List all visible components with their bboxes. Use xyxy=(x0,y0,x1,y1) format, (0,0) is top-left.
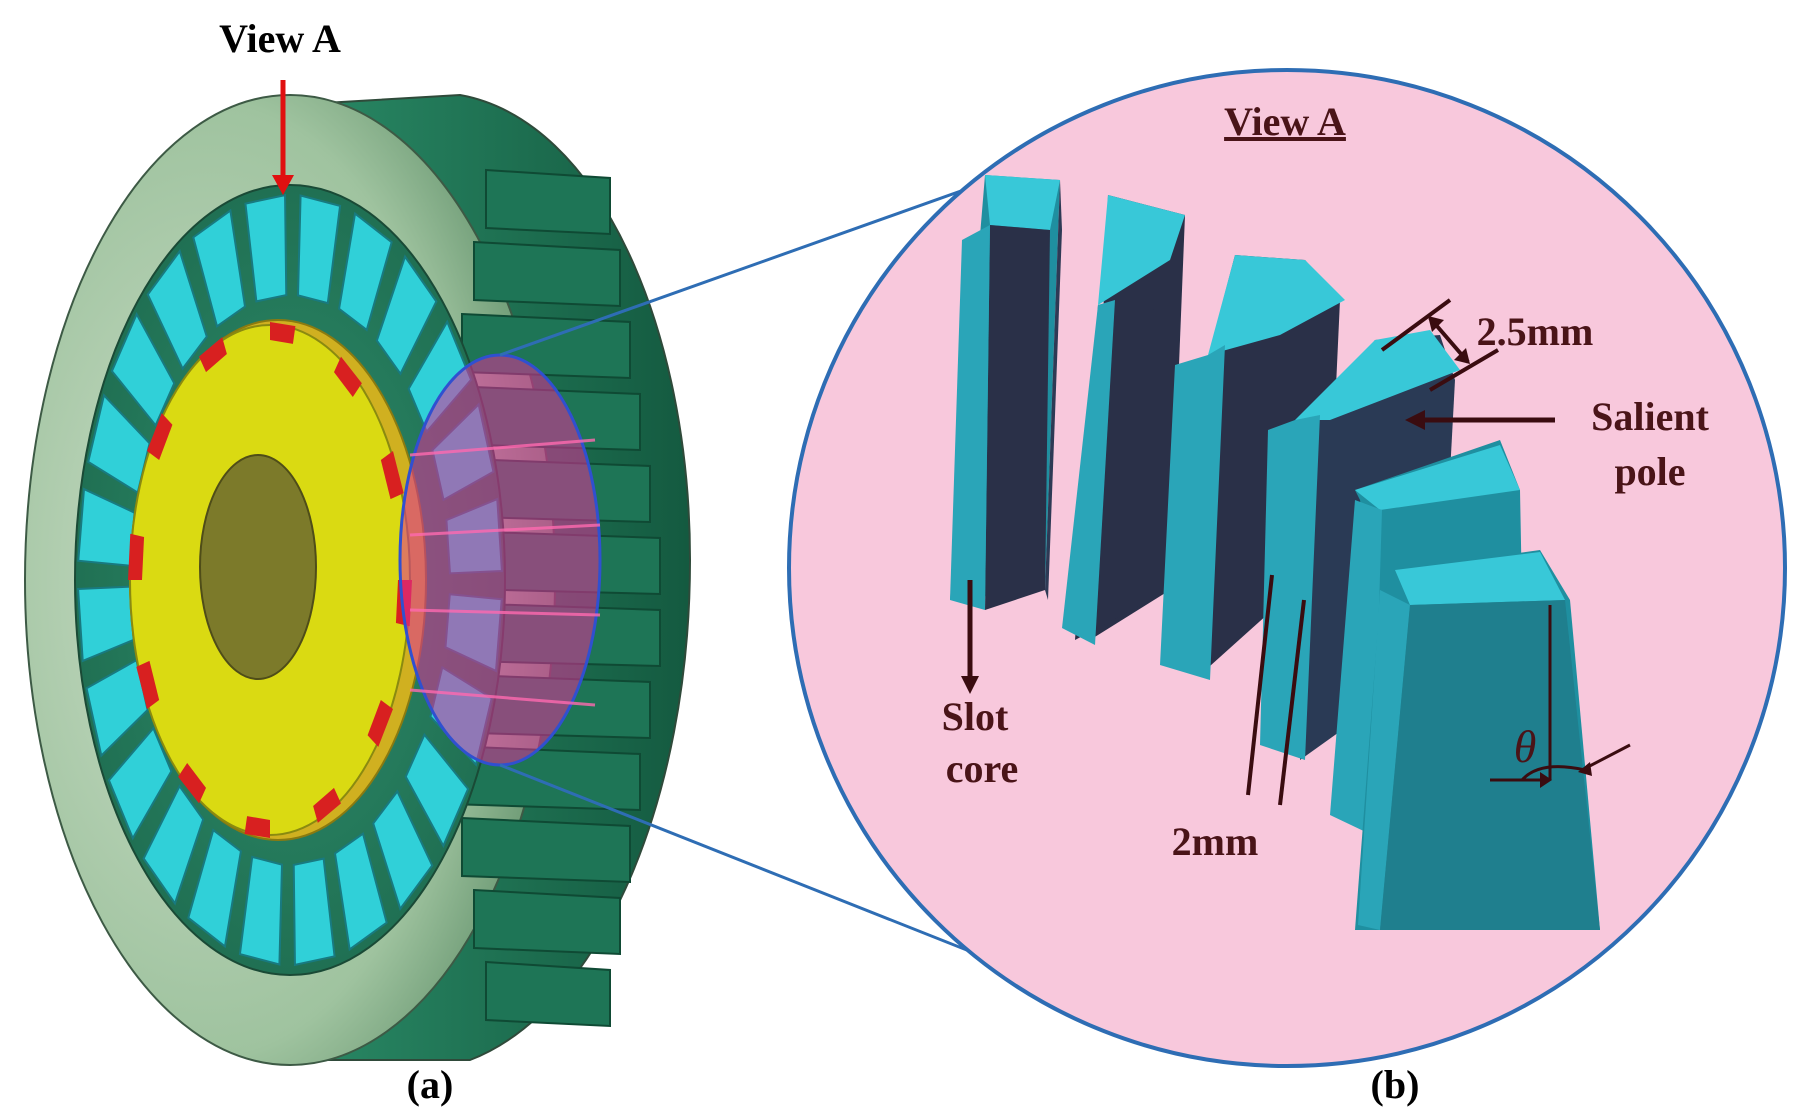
panel-b: View A xyxy=(787,68,1787,1107)
stator-tooth xyxy=(192,208,247,329)
stator-tooth xyxy=(375,254,438,376)
stator-tooth xyxy=(187,828,243,949)
rotor-magnet xyxy=(334,356,362,397)
stator-tooth xyxy=(142,784,205,906)
salient-pole-label-1: Salient xyxy=(1591,394,1709,439)
rotor-magnet xyxy=(313,787,341,823)
slot-core-arrowhead xyxy=(961,676,979,694)
angle-arrow-right xyxy=(1578,762,1592,776)
stator-tooth xyxy=(292,857,336,967)
stator-tooth xyxy=(146,248,208,371)
caption-b: (b) xyxy=(1371,1062,1420,1107)
salient-pole-label-2: pole xyxy=(1614,449,1685,494)
rotor-magnet xyxy=(367,700,393,747)
dim-gap-label: 2mm xyxy=(1172,819,1259,864)
view-a-title: View A xyxy=(1224,99,1346,144)
pole-2 xyxy=(1062,195,1185,645)
stator-tooth xyxy=(238,855,284,966)
dim-pole-width-label: 2.5mm xyxy=(1477,309,1594,354)
stator-drum-block xyxy=(473,888,621,956)
slot-core-label-2: core xyxy=(946,746,1019,791)
caption-a: (a) xyxy=(407,1062,454,1107)
slot-core-label-1: Slot xyxy=(942,694,1009,739)
dim-pole-width-arrow-b xyxy=(1454,348,1470,364)
stator-tooth xyxy=(107,726,173,841)
rotor-magnet xyxy=(244,816,270,838)
pole-3 xyxy=(1160,255,1345,680)
stator-tooth xyxy=(372,789,434,912)
stator-tooth xyxy=(333,831,388,952)
stator-tooth xyxy=(337,211,393,332)
stator-drum-block xyxy=(473,240,621,308)
stator-tooth xyxy=(110,311,176,428)
pole-6 xyxy=(1355,550,1600,930)
angle-arrow-left xyxy=(1540,772,1552,788)
rotor-magnet xyxy=(136,660,160,709)
rotor-magnet xyxy=(199,337,227,373)
stator-tooth xyxy=(244,193,288,303)
stator-tooth xyxy=(296,194,342,305)
view-a-arrowhead xyxy=(272,175,294,195)
salient-pole-arrowhead xyxy=(1405,410,1425,430)
dim-pole-width-arrow-a xyxy=(1428,316,1444,332)
angle-label: θ xyxy=(1514,721,1537,772)
rotor-magnet xyxy=(178,763,206,804)
panel-a: View A (a) xyxy=(24,16,692,1107)
stator-drum-block xyxy=(461,816,631,884)
dim-gap xyxy=(1246,574,1306,806)
highlight-slot-lines xyxy=(409,438,601,707)
stator-tooth xyxy=(404,732,470,849)
shaft-hole xyxy=(199,454,317,680)
rotor-magnet xyxy=(270,322,296,344)
rotor-magnet xyxy=(128,533,145,580)
pole-1 xyxy=(950,175,1062,610)
stator-drum-block xyxy=(485,168,611,236)
view-a-label: View A xyxy=(219,16,341,61)
stator-drum-block xyxy=(485,960,611,1028)
rotor-magnet xyxy=(380,451,404,500)
rotor-magnet xyxy=(147,413,173,460)
